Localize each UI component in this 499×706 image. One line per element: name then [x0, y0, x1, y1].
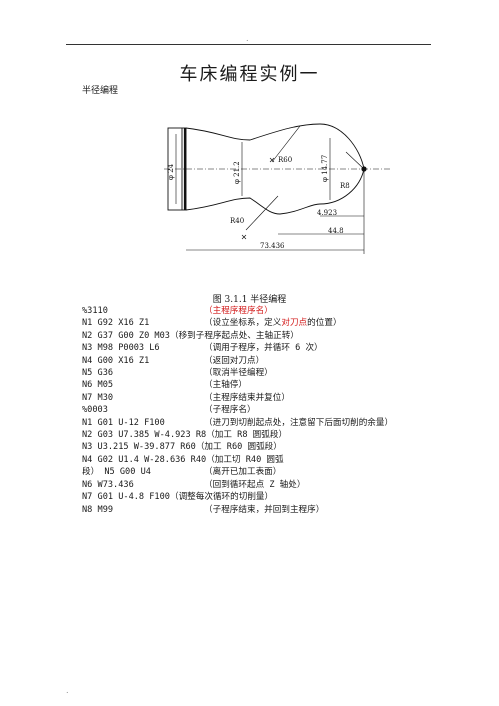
program-line: N4 G02 U1.4 W-28.636 R40（加工切 R40 圆弧 [82, 454, 462, 466]
program-line: N7 G01 U-4.8 F100（调整每次循环的切削量） [82, 491, 462, 503]
program-line-comment-highlight: 对刀点 [281, 318, 308, 329]
figure-caption: 图 3.1.1 半径编程 [212, 295, 287, 305]
program-line-comment: （调用子程序，并循环 6 次） [204, 343, 323, 354]
program-line-comment: （设立坐标系，定义 [204, 318, 282, 329]
dim-448-label: 44.8 [328, 227, 344, 235]
program-line-code: N1 G01 U-12 F100 [82, 417, 165, 428]
dim-24-label: φ 24 [167, 163, 175, 180]
program-line-comment: （进刀到切削起点处，注意留下后面切削的余量） [204, 417, 394, 428]
program-line-comment: （子程序结束，并回到主程序） [204, 504, 325, 515]
program-line-comment: （取消半径编程） [204, 368, 273, 379]
program-line-code: N1 G92 X16 Z1 [82, 318, 150, 329]
program-line-comment: （离开已加工表面） [204, 467, 282, 478]
r8-leader [345, 151, 365, 170]
program-line: N3 U3.215 W-39.877 R60（加工 R60 圆弧段） [82, 441, 462, 453]
program-line-comment: （子程序名） [204, 405, 256, 416]
r8-label: R8 [340, 182, 350, 190]
program-line-comment: （主程序结束并复位） [204, 392, 290, 403]
program-listing: %3110 （主程序程序名） N1 G92 X16 Z1 （设立坐标系，定义对刀点的位… [82, 305, 462, 516]
page-dot-bottom: . [66, 686, 69, 695]
program-line-comment: （返回对刀点） [204, 355, 265, 366]
r60-label: R60 [278, 156, 292, 164]
program-line: N1 G01 U-12 F100 （进刀到切削起点处，注意留下后面切削的余量） [82, 417, 462, 429]
program-line-comment: （主轴停） [204, 380, 247, 391]
program-line: 段） N5 G00 U4 （离开已加工表面） [82, 466, 462, 478]
lathe-part-drawing: φ 24 φ 21.2 φ 14.77 R60 R8 R40 4.923 44.… [164, 123, 392, 254]
dim-14-label: φ 14.77 [321, 155, 329, 182]
program-line: N6 W73.436 （回到循环起点 Z 轴处） [82, 479, 462, 491]
program-line: N4 G00 X16 Z1 （返回对刀点） [82, 355, 462, 367]
program-line-code: 段） N5 G00 U4 [82, 467, 151, 478]
program-line-code: %0003 [82, 405, 108, 416]
page-dot-top: . [246, 34, 249, 43]
dim-73-label: 73.436 [260, 242, 285, 250]
profile-top [185, 123, 365, 170]
program-line-code: N6 W73.436 [82, 479, 134, 490]
program-line: %3110 （主程序程序名） [82, 305, 462, 317]
r40-leader [245, 195, 279, 231]
tool-point-marker [361, 166, 367, 172]
program-line-comment: （加工 R8 圆弧段） [206, 430, 288, 441]
program-line-code: N6 M05 [82, 380, 114, 391]
program-line-comment: （加工 R60 圆弧段） [195, 442, 282, 453]
program-line-code: N7 M30 [82, 392, 114, 403]
program-line: N5 G36 （取消半径编程） [82, 367, 462, 379]
header-rule [66, 44, 431, 45]
dim-4923-label: 4.923 [317, 209, 337, 217]
r60-center-mark [269, 157, 275, 163]
program-line: %0003 （子程序名） [82, 404, 462, 416]
program-line-comment: （回到循环起点 Z 轴处） [204, 479, 306, 490]
program-line-code: N2 G03 U7.385 W-4.923 R8 [82, 430, 207, 441]
program-line-code: N3 M98 P0003 L6 [82, 343, 160, 354]
program-line-comment: （加工切 R40 圆弧 [206, 454, 284, 465]
program-line-code: N8 M99 [82, 504, 114, 515]
program-line-code: N4 G02 U1.4 W-28.636 R40 [82, 454, 207, 465]
page-title: 车床编程实例一 [179, 64, 320, 85]
program-line-code: N7 G01 U-4.8 F100 [82, 492, 170, 503]
program-line-code: N4 G00 X16 Z1 [82, 355, 150, 366]
r40-label: R40 [230, 217, 244, 225]
program-line-code: N2 G37 G00 Z0 M03 [82, 330, 170, 341]
program-line-code: N3 U3.215 W-39.877 R60 [82, 442, 196, 453]
program-line-comment: （移到子程序起点处、主轴正转） [169, 330, 299, 341]
program-line: N7 M30 （主程序结束并复位） [82, 392, 462, 404]
program-line: N8 M99 （子程序结束，并回到主程序） [82, 504, 462, 516]
program-line: N2 G37 G00 Z0 M03（移到子程序起点处、主轴正转） [82, 330, 462, 342]
program-line-code: N5 G36 [82, 368, 114, 379]
program-line-comment: （主程序程序名） [204, 306, 273, 316]
program-line-comment-end: 的位置） [307, 318, 342, 329]
section-subtitle: 半径编程 [82, 86, 119, 96]
program-line: N6 M05 （主轴停） [82, 379, 462, 391]
program-line: N1 G92 X16 Z1 （设立坐标系，定义对刀点的位置） [82, 317, 462, 329]
program-line: N3 M98 P0003 L6 （调用子程序，并循环 6 次） [82, 342, 462, 354]
r40-center-mark [241, 234, 247, 240]
program-line-comment: （调整每次循环的切削量） [169, 492, 274, 503]
program-line-code: %3110 [82, 306, 108, 316]
program-line: N2 G03 U7.385 W-4.923 R8（加工 R8 圆弧段） [82, 429, 462, 441]
r60-leader [271, 125, 301, 163]
dim-21-label: φ 21.2 [233, 161, 241, 184]
profile-bottom [185, 168, 365, 215]
